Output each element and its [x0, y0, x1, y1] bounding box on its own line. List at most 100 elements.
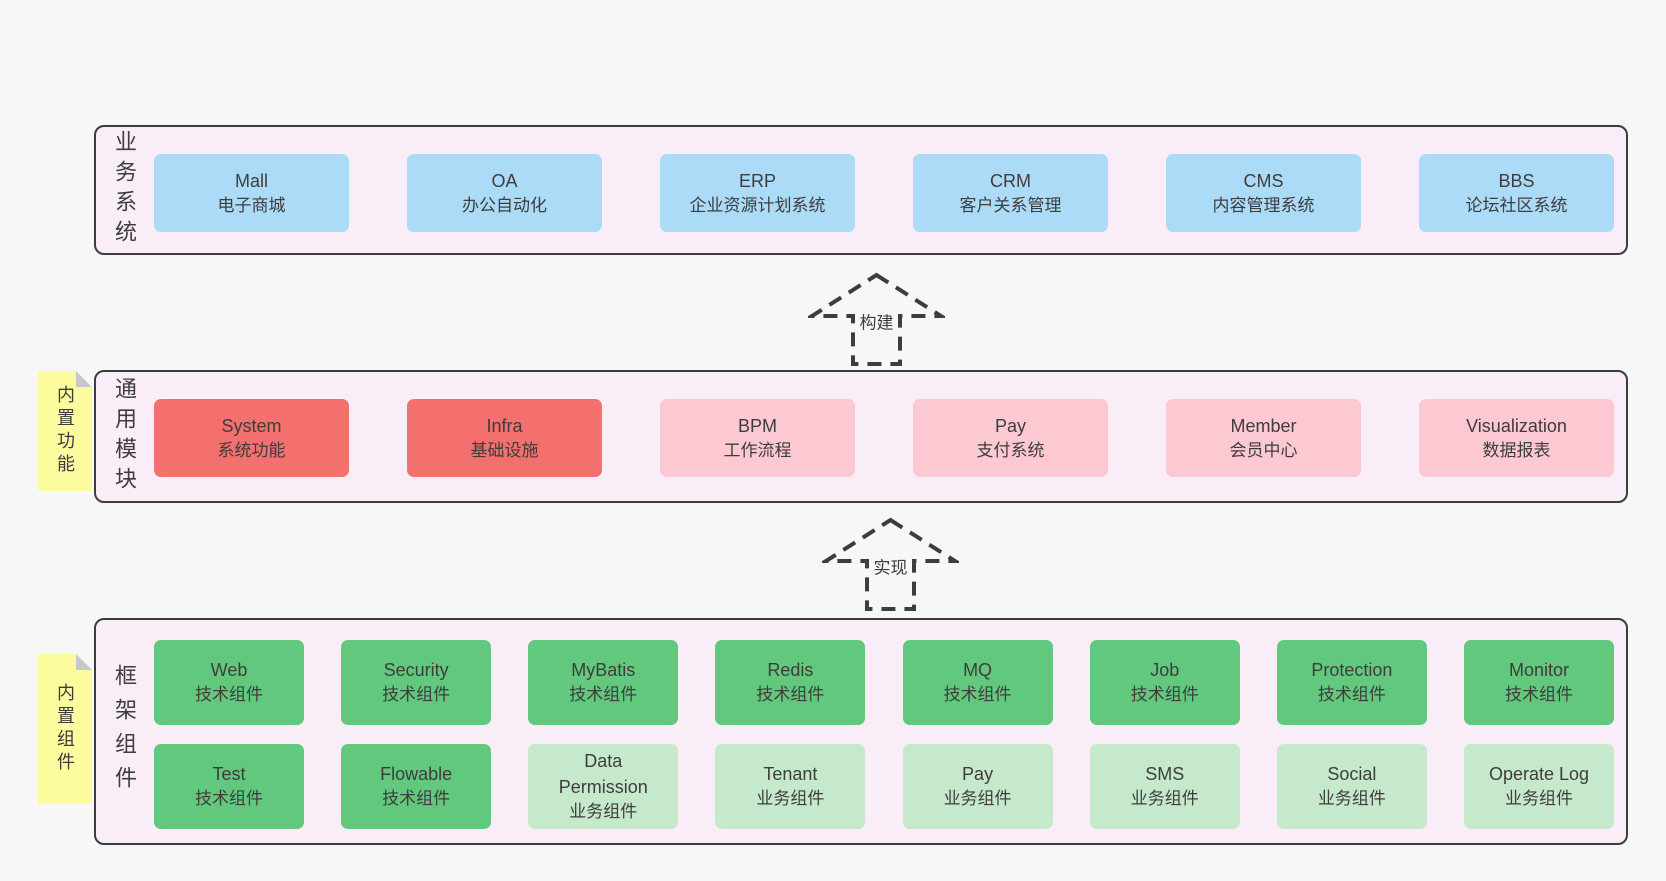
box-name: Data Permission	[558, 751, 648, 797]
box-name: Job	[1150, 660, 1180, 680]
box-sms: SMS 业务组件	[1089, 744, 1240, 829]
box-subtitle: 系统功能	[217, 440, 286, 460]
box-subtitle: 技术组件	[569, 685, 638, 705]
box-name: OA	[491, 170, 518, 191]
framework-components-row-2: Test 技术组件 Flowable 技术组件 Data Permission …	[154, 744, 1614, 829]
box-subtitle: 内容管理系统	[1212, 195, 1315, 215]
box-subtitle: 基础设施	[470, 440, 539, 460]
up-arrow-icon	[822, 517, 959, 611]
box-flowable: Flowable 技术组件	[341, 744, 492, 829]
box-redis: Redis 技术组件	[715, 640, 866, 725]
box-test: Test 技术组件	[154, 744, 304, 829]
band-business-systems: 业务系统 Mall 电子商城 OA 办公自动化 ERP 企业资源计划系统 CRM…	[94, 125, 1628, 255]
box-name: Mall	[234, 170, 268, 191]
box-mq: MQ 技术组件	[902, 640, 1053, 725]
box-social: Social 业务组件	[1276, 744, 1427, 829]
box-job: Job 技术组件	[1089, 640, 1240, 725]
box-name: Visualization	[1466, 415, 1567, 436]
box-member: Member 会员中心	[1166, 399, 1361, 477]
box-bpm: BPM 工作流程	[660, 399, 855, 477]
box-erp: ERP 企业资源计划系统	[660, 154, 855, 232]
box-subtitle: 电子商城	[217, 195, 286, 215]
implement-arrow: 实现	[822, 517, 959, 612]
box-subtitle: 技术组件	[1130, 685, 1199, 705]
box-subtitle: 客户关系管理	[959, 195, 1062, 215]
box-tenant: Tenant 业务组件	[715, 744, 866, 829]
box-name: SMS	[1145, 764, 1185, 784]
folded-corner-icon	[76, 654, 92, 670]
box-name: MQ	[963, 660, 993, 680]
implement-arrow-label: 实现	[870, 552, 911, 580]
box-name: Social	[1327, 764, 1377, 784]
build-arrow: 构建	[808, 272, 945, 367]
up-arrow-icon	[808, 272, 945, 366]
box-operate-log: Operate Log 业务组件	[1463, 744, 1614, 829]
band-business-systems-label: 业务系统	[112, 130, 137, 250]
box-subtitle: 业务组件	[1317, 789, 1386, 809]
box-name: CRM	[990, 170, 1031, 191]
box-subtitle: 业务组件	[569, 801, 638, 821]
box-name: Security	[383, 660, 449, 680]
box-name: BBS	[1498, 170, 1535, 191]
framework-components-row-1: Web 技术组件 Security 技术组件 MyBatis 技术组件 Redi…	[154, 640, 1614, 725]
box-name: Member	[1230, 415, 1297, 436]
common-modules-row: System 系统功能 Infra 基础设施 BPM 工作流程 Pay 支付系统…	[154, 399, 1614, 477]
box-subtitle: 技术组件	[1504, 685, 1573, 705]
box-web: Web 技术组件	[154, 640, 304, 725]
box-subtitle: 技术组件	[195, 685, 263, 705]
box-subtitle: 业务组件	[1504, 789, 1573, 809]
box-subtitle: 技术组件	[195, 789, 263, 809]
box-name: Web	[210, 660, 248, 680]
box-mybatis: MyBatis 技术组件	[528, 640, 679, 725]
build-arrow-label: 构建	[856, 307, 897, 335]
box-subtitle: 支付系统	[976, 440, 1045, 460]
business-systems-row: Mall 电子商城 OA 办公自动化 ERP 企业资源计划系统 CRM 客户关系…	[154, 154, 1614, 232]
box-pay-module: Pay 支付系统	[913, 399, 1108, 477]
box-visualization: Visualization 数据报表	[1419, 399, 1614, 477]
box-subtitle: 业务组件	[1130, 789, 1199, 809]
box-subtitle: 办公自动化	[462, 195, 547, 215]
box-crm: CRM 客户关系管理	[913, 154, 1108, 232]
box-subtitle: 技术组件	[756, 685, 825, 705]
box-subtitle: 技术组件	[382, 789, 451, 809]
box-oa: OA 办公自动化	[407, 154, 602, 232]
box-cms: CMS 内容管理系统	[1166, 154, 1361, 232]
box-name: Pay	[994, 415, 1027, 436]
box-subtitle: 技术组件	[943, 685, 1012, 705]
box-subtitle: 技术组件	[382, 685, 451, 705]
box-name: CMS	[1243, 170, 1284, 191]
sticky-label: 内置功能	[55, 385, 75, 477]
box-name: Redis	[767, 660, 814, 680]
box-name: Monitor	[1508, 660, 1569, 680]
band-framework-components: 框架组件 Web 技术组件 Security 技术组件 MyBatis 技术组件…	[94, 618, 1628, 845]
folded-corner-icon	[76, 371, 92, 387]
box-name: ERP	[738, 170, 776, 191]
box-system: System 系统功能	[154, 399, 349, 477]
box-name: System	[221, 415, 282, 436]
box-name: Protection	[1311, 660, 1393, 680]
sticky-builtin-features: 内置功能	[38, 371, 92, 491]
box-mall: Mall 电子商城	[154, 154, 349, 232]
box-name: Flowable	[380, 764, 453, 784]
box-name: Infra	[486, 415, 523, 436]
sticky-builtin-components: 内置组件	[38, 654, 92, 804]
box-subtitle: 企业资源计划系统	[689, 195, 826, 215]
band-framework-components-label: 框架组件	[112, 663, 137, 800]
box-name: Tenant	[763, 764, 818, 784]
band-common-modules-label: 通用模块	[112, 376, 137, 497]
box-protection: Protection 技术组件	[1276, 640, 1427, 725]
box-subtitle: 会员中心	[1229, 440, 1298, 460]
box-subtitle: 论坛社区系统	[1465, 195, 1568, 215]
box-name: BPM	[737, 415, 777, 436]
box-name: Pay	[962, 764, 994, 784]
box-subtitle: 业务组件	[756, 789, 825, 809]
box-subtitle: 工作流程	[723, 440, 792, 460]
box-monitor: Monitor 技术组件	[1463, 640, 1614, 725]
sticky-label: 内置组件	[55, 683, 75, 775]
box-subtitle: 数据报表	[1482, 440, 1551, 460]
box-pay-component: Pay 业务组件	[902, 744, 1053, 829]
box-bbs: BBS 论坛社区系统	[1419, 154, 1614, 232]
box-subtitle: 技术组件	[1317, 685, 1386, 705]
box-subtitle: 业务组件	[943, 789, 1012, 809]
